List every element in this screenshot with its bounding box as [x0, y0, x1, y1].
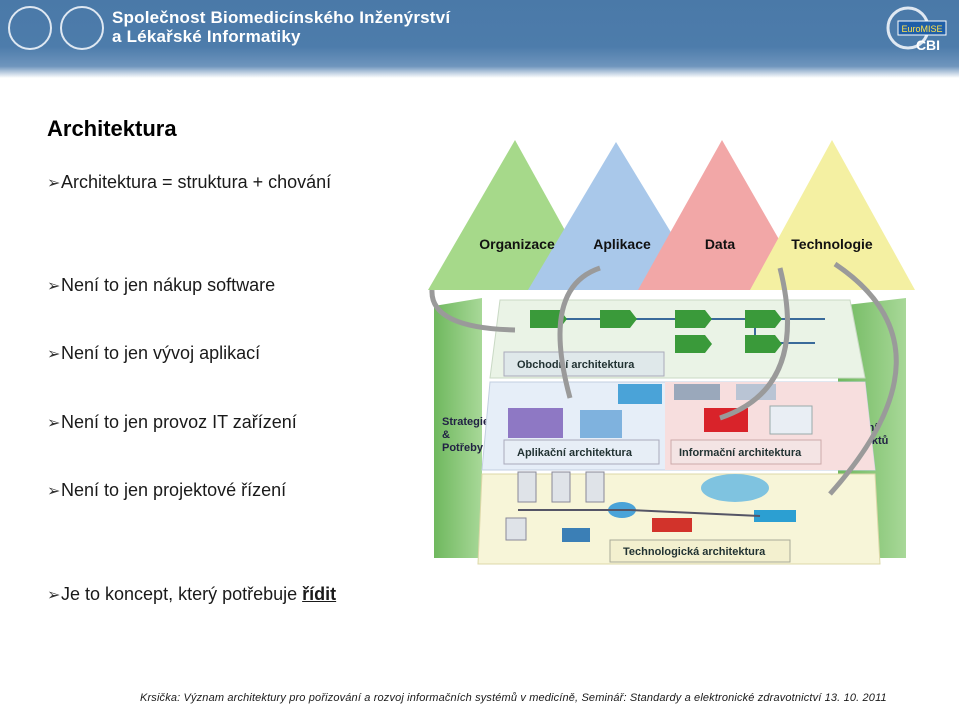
bullet-item: ➢Není to jen provoz IT zařízení [47, 412, 297, 432]
arrow-bullet-icon: ➢ [47, 483, 61, 500]
layer-label-application: Aplikační architektura [517, 447, 633, 459]
network-device-icon [754, 510, 796, 522]
peak-label-technologie: Technologie [791, 236, 873, 252]
curved-arrow-icon [557, 265, 601, 399]
slide-title: Architektura [47, 116, 177, 141]
process-arrow-icon [530, 310, 567, 328]
badge-bottom-text: CBI [916, 37, 940, 52]
bullet-item-last: ➢Je to koncept, který potřebuje řídit [47, 584, 337, 604]
cloud-icon [701, 474, 769, 502]
footer-citation: Krsička: Význam architektury pro pořizov… [140, 692, 887, 704]
header-bar: Společnost Biomedicínského Inženýrství a… [0, 0, 959, 78]
app-window-icon [618, 384, 662, 404]
app-window-icon [508, 408, 563, 438]
info-doc-icon [674, 384, 720, 400]
arrow-bullet-icon: ➢ [47, 346, 61, 363]
process-arrow-icon [675, 335, 712, 353]
peak-label-aplikace: Aplikace [593, 236, 651, 252]
caduceus-seal-icon [60, 6, 104, 50]
server-icon [551, 471, 571, 503]
org-name-line1: Společnost Biomedicínského Inženýrství [112, 8, 451, 27]
emphasis-word: řídit [302, 584, 337, 604]
info-red-doc-icon [704, 408, 748, 432]
peak-technologie [750, 140, 915, 290]
bullet-item: ➢Architektura = struktura + chování [47, 172, 332, 192]
server-icon [505, 517, 527, 541]
process-arrow-icon [745, 335, 782, 353]
process-arrow-icon [745, 310, 782, 328]
device-icon [562, 528, 590, 542]
info-doc-icon [769, 405, 813, 435]
pillar-left-line1: Strategie [442, 416, 489, 428]
app-window-icon [580, 410, 622, 438]
layer-label-information: Informační architektura [679, 447, 802, 459]
peak-label-organizace: Organizace [479, 236, 555, 252]
firewall-icon [652, 518, 692, 532]
bullet-item: ➢Není to jen nákup software [47, 275, 276, 295]
curved-arrow-icon [429, 289, 516, 333]
pillar-left-line3: Potřeby [442, 442, 484, 454]
bullet-item: ➢Není to jen projektové řízení [47, 480, 287, 500]
euromise-cbi-logo: EuroMISE CBI [886, 6, 947, 52]
layer-label-business: Obchodní architektura [517, 359, 635, 371]
architecture-diagram: Organizace Aplikace Data Technologie Str… [428, 140, 915, 565]
curved-arrow-icon [719, 267, 790, 421]
curved-arrow-icon [828, 261, 899, 496]
arrow-bullet-icon: ➢ [47, 587, 61, 604]
pillar-left-line2: & [442, 429, 450, 441]
server-icon [517, 471, 537, 503]
peak-data [638, 140, 808, 290]
badge-top-text: EuroMISE [901, 24, 942, 34]
pillar-left [434, 298, 482, 558]
arrow-bullet-icon: ➢ [47, 415, 61, 432]
org-name-line2: a Lékařské Informatiky [112, 27, 301, 46]
process-arrow-icon [675, 310, 712, 328]
peak-label-data: Data [705, 236, 736, 252]
bullet-item: ➢Není to jen vývoj aplikací [47, 343, 261, 363]
arrow-bullet-icon: ➢ [47, 175, 61, 192]
process-arrow-icon [600, 310, 637, 328]
arrow-bullet-icon: ➢ [47, 278, 61, 295]
society-seal-icon [8, 6, 52, 50]
server-icon [585, 471, 605, 503]
layer-label-technology: Technologická architektura [623, 546, 766, 558]
